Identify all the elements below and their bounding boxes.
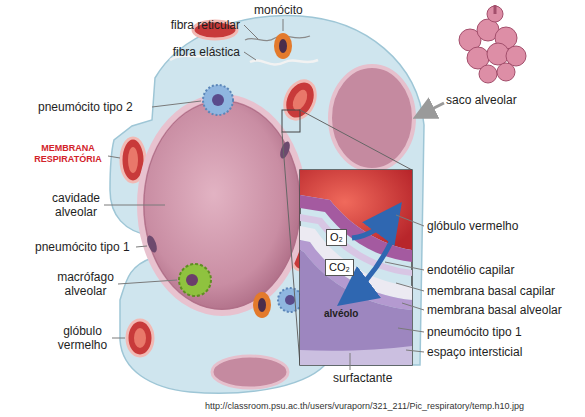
part-label: macrófago alveolar	[53, 270, 118, 298]
part-label: glóbulo vermelho	[427, 219, 518, 233]
part-label: pneumócito tipo 1	[427, 325, 522, 339]
part-label: monócito	[254, 3, 303, 17]
gas-box: O₂	[326, 229, 347, 246]
structure-title: MEMBRANA RESPIRATÓRIA	[30, 143, 106, 165]
part-label: pneumócito tipo 2	[38, 100, 133, 114]
part-label: endotélio capilar	[427, 263, 514, 277]
gas-box: CO₂	[325, 259, 354, 276]
part-label: pneumócito tipo 1	[35, 240, 130, 254]
source-url: http://classroom.psu.ac.th/users/vurapor…	[205, 399, 524, 413]
part-label: glóbulo vermelho	[55, 324, 110, 352]
part-label: fibra reticular	[140, 18, 240, 32]
part-label: espaço intersticial	[427, 345, 522, 359]
gas-label: CO₂	[329, 261, 350, 273]
part-label: membrana basal alveolar	[427, 303, 562, 317]
gas-label: O₂	[330, 231, 343, 243]
part-label: alvéolo	[324, 307, 358, 321]
part-label: saco alveolar	[446, 93, 517, 107]
part-label: membrana basal capilar	[427, 284, 555, 298]
part-label: cavidade alveolar	[46, 191, 106, 219]
part-label: surfactante	[333, 371, 392, 385]
part-label: fibra elástica	[140, 45, 240, 59]
